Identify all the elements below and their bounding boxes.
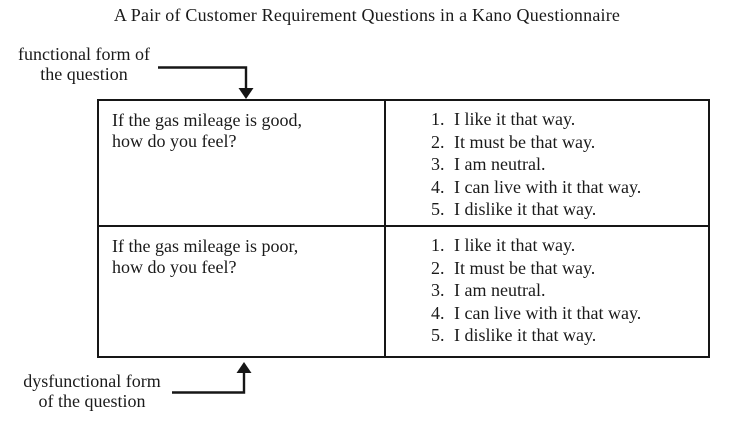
- dysfunctional-question-cell: If the gas mileage is poor, how do you f…: [99, 227, 386, 356]
- functional-form-label-line1: functional form of: [18, 44, 150, 64]
- questionnaire-table: If the gas mileage is good, how do you f…: [97, 99, 710, 358]
- option-text: I am neutral.: [454, 154, 546, 174]
- option-row: 3. I am neutral.: [431, 279, 706, 302]
- option-text: I dislike it that way.: [454, 325, 597, 345]
- functional-form-label-line2: the question: [40, 63, 128, 84]
- option-row: 5. I dislike it that way.: [431, 198, 706, 221]
- functional-form-label: functional form of the question: [6, 44, 162, 84]
- option-number: 4.: [431, 302, 445, 323]
- option-text: I can live with it that way.: [454, 302, 642, 323]
- functional-options-cell: 1. I like it that way. 2. It must be tha…: [386, 101, 708, 227]
- option-number: 2.: [431, 131, 445, 152]
- dysfunctional-arrow: [172, 362, 252, 394]
- dysfunctional-form-label: dysfunctional form of the question: [4, 371, 180, 411]
- option-text: It must be that way.: [454, 257, 596, 278]
- option-text: It must be that way.: [454, 131, 596, 152]
- option-text: I dislike it that way.: [454, 199, 597, 219]
- functional-question-cell: If the gas mileage is good, how do you f…: [99, 101, 386, 227]
- figure-title: A Pair of Customer Requirement Questions…: [113, 5, 621, 25]
- option-text: I like it that way.: [454, 235, 576, 255]
- functional-arrow: [158, 66, 254, 99]
- dysfunctional-form-label-line1: dysfunctional form: [23, 371, 161, 391]
- option-text: I like it that way.: [454, 109, 576, 129]
- option-number: 3.: [431, 154, 445, 174]
- option-row: 2. It must be that way.: [431, 257, 706, 280]
- option-number: 5.: [431, 325, 445, 345]
- option-row: 1. I like it that way.: [431, 234, 706, 257]
- option-number: 2.: [431, 257, 445, 278]
- dysfunctional-form-label-line2: of the question: [38, 390, 146, 411]
- option-row: 5. I dislike it that way.: [431, 324, 706, 347]
- option-text: I can live with it that way.: [454, 176, 642, 197]
- option-row: 4. I can live with it that way.: [431, 302, 706, 325]
- option-number: 3.: [431, 280, 445, 300]
- option-number: 1.: [431, 109, 445, 129]
- option-number: 1.: [431, 235, 445, 255]
- option-text: I am neutral.: [454, 280, 546, 300]
- option-row: 2. It must be that way.: [431, 131, 706, 154]
- option-row: 1. I like it that way.: [431, 108, 706, 131]
- option-number: 5.: [431, 199, 445, 219]
- dysfunctional-options-cell: 1. I like it that way. 2. It must be tha…: [386, 227, 708, 356]
- option-number: 4.: [431, 176, 445, 197]
- option-row: 4. I can live with it that way.: [431, 176, 706, 199]
- option-row: 3. I am neutral.: [431, 153, 706, 176]
